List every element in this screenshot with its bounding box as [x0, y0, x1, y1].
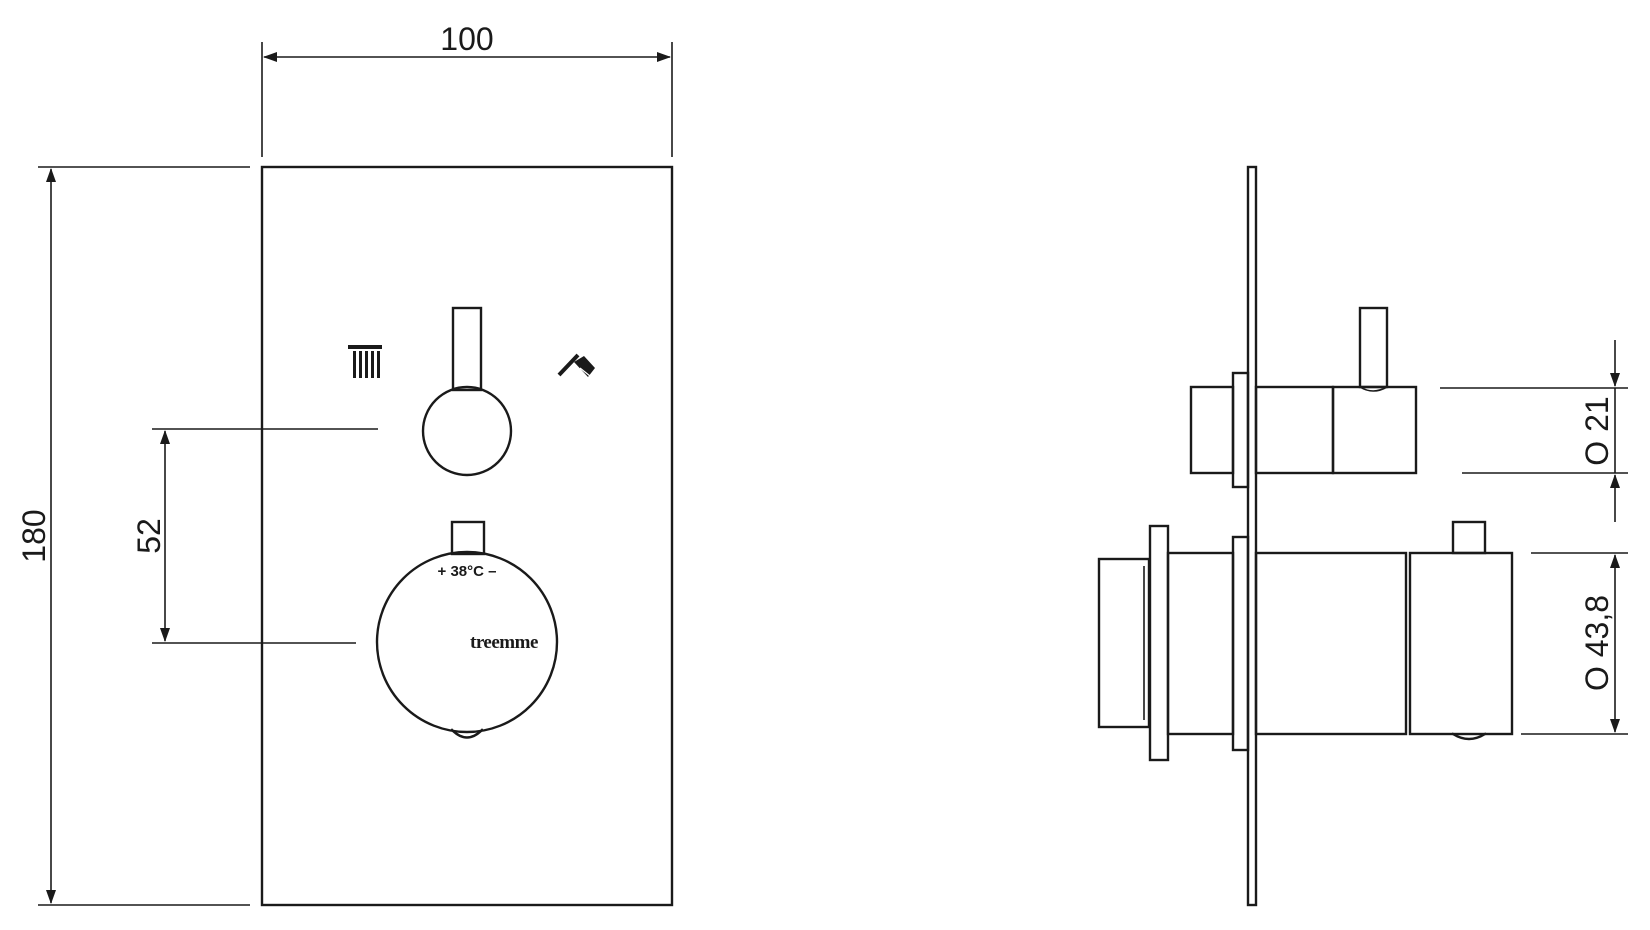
width-dimension: 100: [261, 21, 673, 157]
thermostat-diameter-dimension: O 43,8: [1521, 552, 1628, 735]
width-label: 100: [440, 21, 493, 57]
cover-plate: [260, 165, 674, 907]
diverter-diameter-label: O 21: [1579, 396, 1615, 465]
thermostat-body-side: [1097, 520, 1514, 762]
brand-label: treemme: [470, 632, 538, 653]
thermostat-knob: + 38°C – treemme: [375, 520, 559, 739]
height-label: 180: [16, 509, 52, 562]
diverter-body-side: [1189, 306, 1418, 489]
thermostat-diameter-label: O 43,8: [1579, 595, 1615, 691]
overhead-shower-icon: [348, 345, 382, 378]
front-view: 100 180 52: [16, 21, 674, 907]
hand-shower-icon: [557, 353, 595, 377]
side-view: O 21 O 43,8: [1097, 165, 1628, 907]
spacing-dimension: 52: [131, 428, 378, 644]
diverter-handle: [421, 306, 513, 477]
height-dimension: 180: [16, 166, 250, 906]
spacing-label: 52: [131, 518, 167, 554]
temperature-marking: + 38°C –: [438, 563, 497, 580]
diverter-diameter-dimension: O 21: [1440, 340, 1628, 522]
